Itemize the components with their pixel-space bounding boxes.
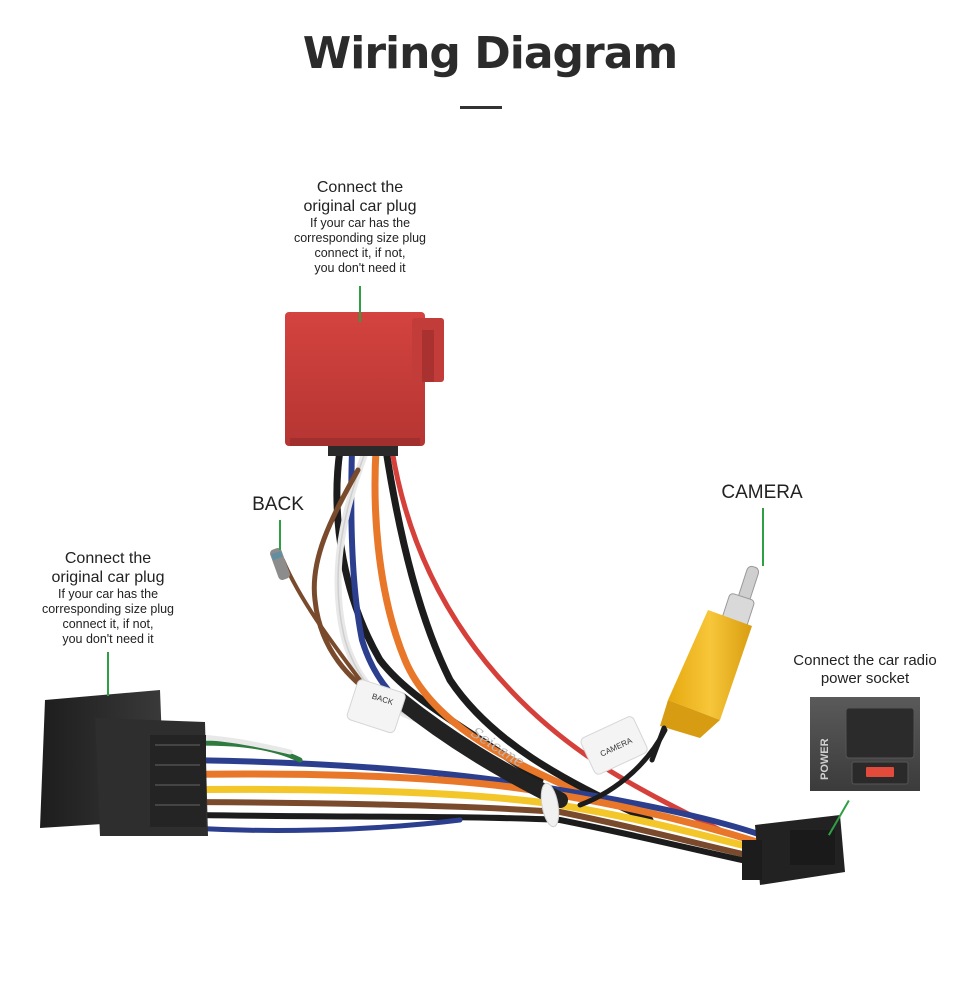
camera-label-text: CAMERA bbox=[721, 482, 803, 503]
power-socket-label-1: Connect the car radio bbox=[793, 652, 937, 669]
left-plug-note-4: you don't need it bbox=[62, 632, 154, 647]
left-plug-heading-2: original car plug bbox=[51, 569, 165, 587]
black-left-connector bbox=[40, 690, 208, 836]
label-top-plug: Connect the original car plug If your ca… bbox=[260, 178, 460, 276]
left-plug-heading-1: Connect the bbox=[64, 550, 152, 567]
top-plug-note-1: If your car has the bbox=[309, 216, 411, 231]
zip-tie bbox=[540, 782, 560, 828]
left-plug-note-2: corresponding size plug bbox=[41, 602, 175, 617]
rca-camera-plug bbox=[649, 565, 760, 763]
label-camera: CAMERA bbox=[700, 482, 824, 505]
back-wire-tip bbox=[270, 548, 290, 580]
left-plug-note-1: If your car has the bbox=[57, 587, 159, 602]
red-connector bbox=[285, 312, 444, 456]
top-plug-heading-2: original car plug bbox=[303, 198, 417, 216]
power-socket: POWER bbox=[810, 697, 920, 791]
leader-line-back bbox=[279, 520, 281, 550]
leader-line-top-plug bbox=[359, 286, 361, 322]
title-underline bbox=[460, 106, 502, 109]
page-title: Wiring Diagram bbox=[302, 28, 679, 79]
label-power-socket: Connect the car radio power socket bbox=[770, 652, 960, 688]
back-label-text: BACK bbox=[252, 494, 304, 515]
label-back: BACK bbox=[238, 494, 318, 517]
leader-line-left-plug bbox=[107, 652, 109, 696]
top-plug-heading-1: Connect the bbox=[316, 179, 404, 196]
label-left-plug: Connect the original car plug If your ca… bbox=[8, 549, 208, 647]
back-tag: BACK bbox=[346, 679, 406, 734]
power-socket-text: POWER bbox=[819, 738, 831, 780]
top-plug-note-3: connect it, if not, bbox=[314, 246, 406, 261]
top-plug-note-2: corresponding size plug bbox=[293, 231, 427, 246]
power-socket-label-2: power socket bbox=[820, 670, 910, 687]
leader-line-camera bbox=[762, 508, 764, 566]
top-plug-note-4: you don't need it bbox=[314, 261, 406, 276]
camera-tag: CAMERA bbox=[580, 716, 648, 775]
main-bundle bbox=[146, 692, 774, 869]
left-plug-note-3: connect it, if not, bbox=[62, 617, 154, 632]
black-right-connector bbox=[742, 815, 845, 885]
